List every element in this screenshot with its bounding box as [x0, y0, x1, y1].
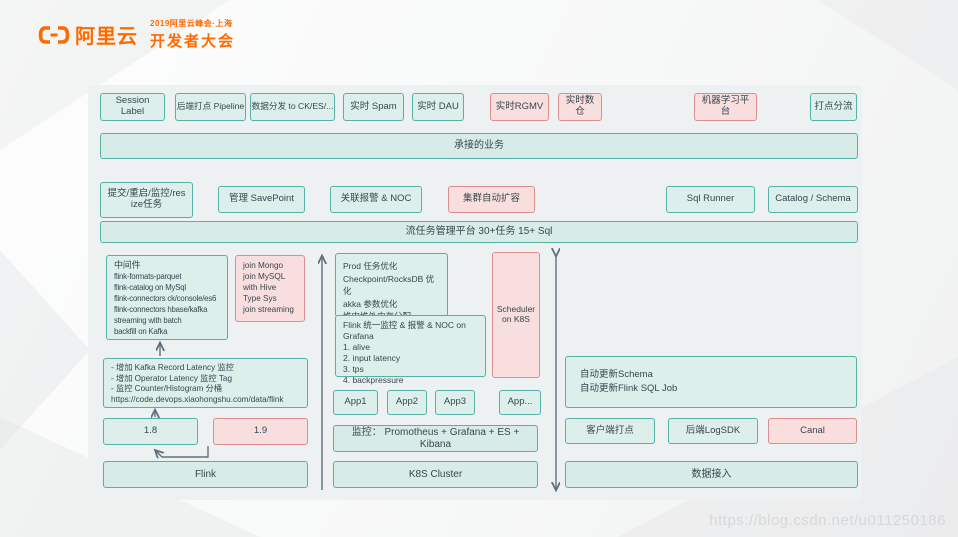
box-app2: App2 [387, 390, 427, 415]
text-line: flink-catalog on MySql [114, 283, 186, 292]
text-line: with Hive [243, 283, 277, 292]
text-line: flink-formats-parquet [114, 272, 182, 281]
box-data-distribution: 数据分发 to CK/ES/... [250, 93, 335, 121]
text-line: flink-connectors hbase/kafka [114, 305, 208, 314]
bar-monitoring-stack: 监控： Promotheus + Grafana + ES + Kibana [333, 425, 538, 452]
box-app3: App3 [435, 390, 475, 415]
box-manage-savepoint: 管理 SavePoint [218, 186, 305, 213]
text-line: 4. backpressure [343, 375, 404, 385]
box-monitor-notes: - 增加 Kafka Record Latency 监控 - 增加 Operat… [103, 358, 308, 408]
text-line: Prod 任务优化 [343, 261, 398, 271]
text-line: flink-connectors ck/console/es6 [114, 294, 217, 303]
text-line: join Mongo [243, 261, 284, 270]
box-unified-monitoring: Flink 统一监控 & 报警 & NOC on Grafana 1. aliv… [335, 315, 486, 385]
box-session-label: Session Label [100, 93, 165, 121]
box-joins: join Mongo join MySQL with Hive Type Sys… [235, 255, 305, 322]
box-app1: App1 [333, 390, 378, 415]
event-name: 开发者大会 [150, 33, 236, 50]
bar-data-access: 数据接入 [565, 461, 858, 488]
box-canal: Canal [768, 418, 857, 444]
box-app-more: App... [499, 390, 541, 415]
diagram-panel: Session Label 后端打点 Pipeline 数据分发 to CK/E… [88, 85, 862, 500]
text-line: akka 参数优化 [343, 298, 398, 309]
text-line: Flink 统一监控 & 报警 & NOC on Grafana [343, 320, 466, 341]
box-flink-18: 1.8 [103, 418, 198, 445]
bar-business: 承接的业务 [100, 133, 858, 159]
text-line: join streaming [243, 305, 294, 314]
text-line: - 监控 Counter/Histogram 分桶 [111, 384, 223, 393]
text-line: 3. tps [343, 364, 364, 374]
text-line: 1. alive [343, 342, 370, 352]
box-auto-update: 自动更新Schema 自动更新Flink SQL Job [565, 356, 857, 408]
watermark: https://blog.csdn.net/u011250186 [709, 512, 946, 529]
box-middleware: 中间件 flink-formats-parquet flink-catalog … [106, 255, 228, 340]
box-tracking-split: 打点分流 [810, 93, 857, 121]
box-cluster-autoscale: 集群自动扩容 [448, 186, 535, 213]
box-prod-tuning: Prod 任务优化 Checkpoint/RocksDB 优化 akka 参数优… [335, 253, 448, 321]
box-backend-pipeline: 后端打点 Pipeline [175, 93, 246, 121]
box-alert-noc: 关联报警 & NOC [330, 186, 422, 213]
box-sql-runner: Sql Runner [666, 186, 755, 213]
bg-shape-left [0, 250, 90, 450]
text-line: https://code.devops.xiaohongshu.com/data… [111, 394, 284, 404]
box-realtime-warehouse: 实时数仓 [558, 93, 602, 121]
text-line: - 增加 Operator Latency 监控 Tag [111, 373, 233, 383]
text-line: - 增加 Kafka Record Latency 监控 [111, 363, 234, 372]
box-scheduler-k8s: Scheduler on K8S [492, 252, 540, 378]
text-line: streaming with batch [114, 316, 182, 325]
event-title: 2019阿里云峰会·上海 开发者大会 [150, 18, 235, 51]
text-line: backfill on Kafka [114, 327, 168, 336]
text-line: Type Sys [243, 294, 277, 303]
text-line: join MySQL [243, 272, 286, 281]
bg-shape-top-right [818, 0, 958, 90]
brand-name: 阿里云 [75, 26, 138, 48]
box-ml-platform: 机器学习平台 [694, 93, 757, 121]
bar-flink: Flink [103, 461, 308, 488]
box-flink-19: 1.9 [213, 418, 308, 445]
text-line: 自动更新Schema [580, 369, 653, 380]
text-line: 自动更新Flink SQL Job [580, 383, 678, 394]
middleware-title: 中间件 [114, 260, 141, 270]
box-realtime-rgmv: 实时RGMV [490, 93, 549, 121]
box-realtime-spam: 实时 Spam [343, 93, 404, 121]
text-line: 2. input latency [343, 353, 401, 363]
box-realtime-dau: 实时 DAU [412, 93, 464, 121]
text-line: Checkpoint/RocksDB 优化 [343, 273, 435, 297]
header-logo: 阿里云 2019阿里云峰会·上海 开发者大会 [38, 18, 235, 51]
bar-stream-platform: 流任务管理平台 30+任务 15+ Sql [100, 221, 858, 243]
box-catalog-schema: Catalog / Schema [768, 186, 858, 213]
box-backend-logsdk: 后端LogSDK [668, 418, 758, 444]
event-subtitle: 2019阿里云峰会·上海 [150, 19, 233, 28]
box-client-tracking: 客户端打点 [565, 418, 655, 444]
box-submit-restart-monitor-resize: 提交/重启/监控/resize任务 [100, 182, 193, 218]
bar-k8s-cluster: K8S Cluster [333, 461, 538, 488]
arrow-19-to-18 [156, 446, 209, 457]
alibaba-cloud-logo-icon [38, 25, 70, 44]
